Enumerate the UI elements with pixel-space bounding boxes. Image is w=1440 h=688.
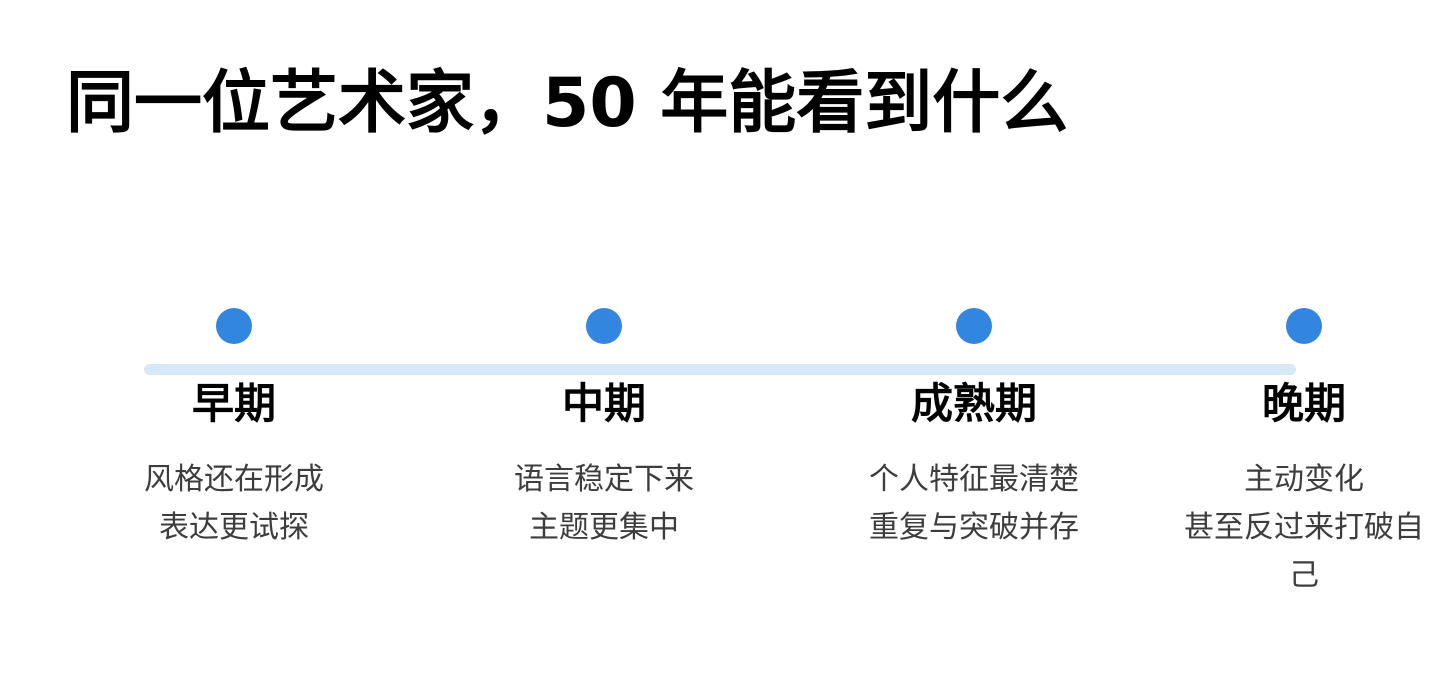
stage-early: 早期 风格还在形成 表达更试探 [84,308,384,552]
stage-description-line: 表达更试探 [159,510,309,545]
page-title: 同一位艺术家，50 年能看到什么 [66,64,1069,143]
stage-name: 成熟期 [910,379,1037,428]
stage-description-line: 风格还在形成 [144,462,324,497]
stage-name: 中期 [561,379,646,428]
stage-description-line: 主题更集中 [529,510,679,545]
stage-description-line: 主动变化 [1244,462,1364,497]
stage-name: 早期 [191,379,276,428]
stage-late: 晚期 主动变化 甚至反过来打破自己 [1174,308,1434,600]
stage-description: 语言稳定下来 主题更集中 [454,456,754,552]
stage-name: 晚期 [1261,379,1346,428]
stage-description-line: 重复与突破并存 [869,510,1079,545]
stage-description-line: 语言稳定下来 [514,462,694,497]
timeline-track [144,364,1296,375]
stage-description: 个人特征最清楚 重复与突破并存 [824,456,1124,552]
timeline-dot [586,308,622,344]
stage-mature: 成熟期 个人特征最清楚 重复与突破并存 [824,308,1124,552]
timeline-dot [216,308,252,344]
stage-middle: 中期 语言稳定下来 主题更集中 [454,308,754,552]
stage-description-line: 个人特征最清楚 [869,462,1079,497]
stage-description-line: 甚至反过来打破自己 [1184,510,1424,593]
stage-description: 主动变化 甚至反过来打破自己 [1174,456,1434,600]
stage-description: 风格还在形成 表达更试探 [84,456,384,552]
timeline-dot [1286,308,1322,344]
timeline-dot [956,308,992,344]
